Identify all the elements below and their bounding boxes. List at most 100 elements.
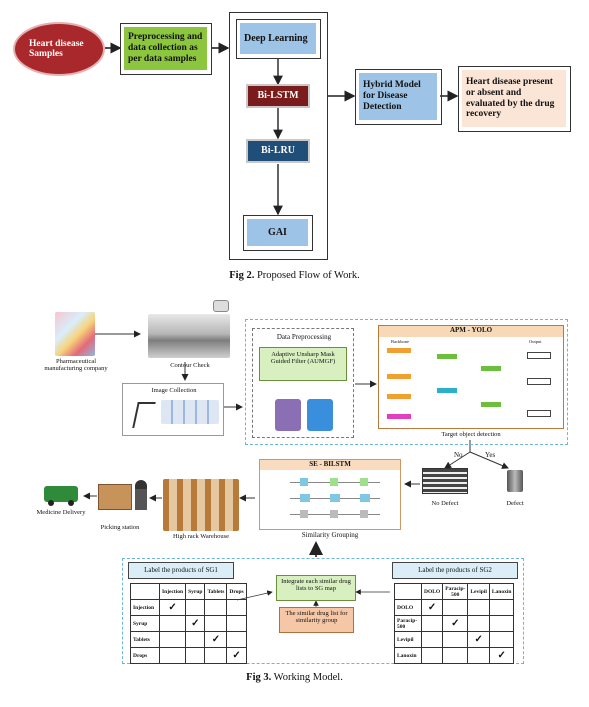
person-icon bbox=[135, 480, 147, 510]
sg2-row-name: Levipil bbox=[394, 631, 422, 648]
sg1-cell bbox=[204, 599, 228, 616]
apm-backbone-label: Backbone bbox=[391, 339, 409, 344]
sg1-row-name: Syrup bbox=[130, 615, 160, 632]
se-bilstm-panel: SE - BILSTM bbox=[259, 459, 401, 530]
apm-block-green-1 bbox=[437, 354, 457, 359]
sg2-cell bbox=[467, 647, 490, 664]
sg1-cell bbox=[158, 615, 187, 632]
aumgf-box: Adaptive Unsharp Mask Guided Filter (AUM… bbox=[259, 347, 347, 381]
preprocessing-node: Preprocessing and data collection as per… bbox=[124, 27, 207, 70]
sg2-cell bbox=[467, 615, 490, 632]
trash-bin-icon bbox=[507, 470, 523, 492]
sg1-col: Syrup bbox=[185, 583, 206, 600]
sg2-cell bbox=[420, 615, 444, 632]
sg1-row: Drops ✓ bbox=[130, 647, 247, 664]
apm-output-label: Output bbox=[529, 339, 542, 344]
apm-output-2 bbox=[527, 378, 551, 385]
sg2-col: Levipil bbox=[467, 583, 490, 600]
apm-block-magenta bbox=[387, 414, 411, 419]
pharma-photo bbox=[55, 312, 95, 356]
sg2-title: Label the products of SG2 bbox=[392, 562, 518, 579]
arrow-to-nodefect bbox=[444, 451, 471, 469]
similarity-grouping-label: Similarity Grouping bbox=[301, 531, 359, 539]
sg1-cell: ✓ bbox=[226, 647, 247, 664]
apm-block-green-3 bbox=[481, 402, 501, 407]
se-node-9 bbox=[360, 510, 368, 518]
delivery-label: Medicine Delivery bbox=[36, 509, 86, 516]
result-outer: Heart disease present or absent and eval… bbox=[458, 66, 571, 132]
sg2-row: DOLO ✓ bbox=[394, 599, 515, 616]
box-icon bbox=[98, 484, 132, 510]
sg2-cell bbox=[467, 599, 490, 616]
no-defect-label: No Defect bbox=[431, 500, 459, 507]
sg2-row: Paracip-500 ✓ bbox=[394, 615, 515, 632]
sg1-cell bbox=[185, 631, 206, 648]
sg1-row: Syrup ✓ bbox=[130, 615, 247, 632]
sg2-cell: ✓ bbox=[488, 647, 515, 664]
data-preprocessing-label: Data Preprocessing bbox=[276, 333, 332, 341]
warehouse-photo bbox=[163, 479, 239, 531]
sg2-row: Levipil ✓ bbox=[394, 631, 515, 648]
se-node-3 bbox=[360, 478, 368, 486]
preprocessing-apm-group bbox=[245, 319, 568, 445]
hybrid-node: Hybrid Model for Disease Detection bbox=[359, 73, 437, 120]
warehouse-label: High rack Warehouse bbox=[172, 533, 230, 540]
apm-output-3 bbox=[527, 410, 551, 417]
sg2-row: Lanoxin ✓ bbox=[394, 647, 515, 664]
sg2-cell bbox=[488, 599, 515, 616]
fig3-caption-text: Working Model. bbox=[271, 672, 343, 683]
sg1-cell bbox=[204, 615, 228, 632]
sg1-col: Tablets bbox=[204, 583, 228, 600]
se-node-7 bbox=[300, 510, 308, 518]
similar-list-box: The similar drug list for similarity gro… bbox=[279, 607, 354, 633]
deep-learning-outer: Deep Learning bbox=[236, 19, 321, 59]
sg2-cell: ✓ bbox=[420, 599, 444, 616]
preprocessing-outer: Preprocessing and data collection as per… bbox=[120, 23, 212, 75]
truck-wheel-2 bbox=[68, 500, 74, 506]
se-bilstm-title: SE - BILSTM bbox=[260, 460, 400, 470]
heart-disease-samples-node: Heart disease Samples bbox=[13, 22, 105, 76]
sg1-cell bbox=[226, 615, 247, 632]
image-collection-label: Image Collection bbox=[151, 387, 197, 394]
delivery-truck-icon bbox=[44, 486, 78, 502]
sg1-cell: ✓ bbox=[158, 599, 187, 616]
sg1-cell: ✓ bbox=[185, 615, 206, 632]
sg2-cell bbox=[420, 631, 444, 648]
sg1-cell bbox=[226, 631, 247, 648]
contour-label: Contour Check bbox=[170, 362, 210, 369]
bilstm-label: Bi-LSTM bbox=[257, 90, 299, 102]
sg2-cell bbox=[420, 647, 444, 664]
fig2-caption-prefix: Fig 2. bbox=[229, 270, 255, 281]
sg2-header-row: DOLO Paracip-500 Levipil Lanoxin bbox=[394, 583, 515, 600]
apm-block-orange-2 bbox=[387, 374, 411, 379]
gai-outer: GAI bbox=[243, 215, 313, 251]
similar-list-label: The similar drug list for similarity gro… bbox=[285, 610, 348, 624]
apm-block-teal bbox=[437, 388, 457, 393]
bilru-label: Bi-LRU bbox=[261, 145, 295, 157]
arrow-to-defect bbox=[469, 451, 509, 469]
sg1-cell bbox=[158, 647, 187, 664]
hybrid-label: Hybrid Model for Disease Detection bbox=[363, 80, 421, 112]
apm-block-orange-1 bbox=[387, 348, 411, 353]
sg1-row-name: Tablets bbox=[130, 631, 160, 648]
se-node-8 bbox=[330, 510, 338, 518]
aumgf-label: Adaptive Unsharp Mask Guided Filter (AUM… bbox=[270, 351, 336, 365]
sg2-cell bbox=[442, 647, 469, 664]
sg1-row-name: Injection bbox=[130, 599, 160, 616]
sg2-cell: ✓ bbox=[442, 615, 469, 632]
defect-label: Defect bbox=[506, 500, 524, 507]
blister-image-1 bbox=[275, 399, 301, 431]
fig2-caption: Fig 2. Proposed Flow of Work. bbox=[0, 270, 589, 281]
deep-learning-label: Deep Learning bbox=[244, 32, 308, 44]
sg1-cell bbox=[185, 647, 206, 664]
bilstm-node: Bi-LSTM bbox=[246, 84, 310, 108]
se-node-2 bbox=[330, 478, 338, 486]
apm-yolo-panel: APM - YOLO Backbone Output bbox=[378, 325, 564, 429]
sg2-row-name: Paracip-500 bbox=[394, 615, 422, 632]
camera-icon bbox=[213, 300, 229, 312]
sg2-cell: ✓ bbox=[467, 631, 490, 648]
blister-image-2 bbox=[307, 399, 333, 431]
deep-learning-node: Deep Learning bbox=[240, 23, 316, 54]
sg2-cell bbox=[442, 631, 469, 648]
data-preprocessing-panel: Data Preprocessing Adaptive Unsharp Mask… bbox=[252, 328, 354, 438]
